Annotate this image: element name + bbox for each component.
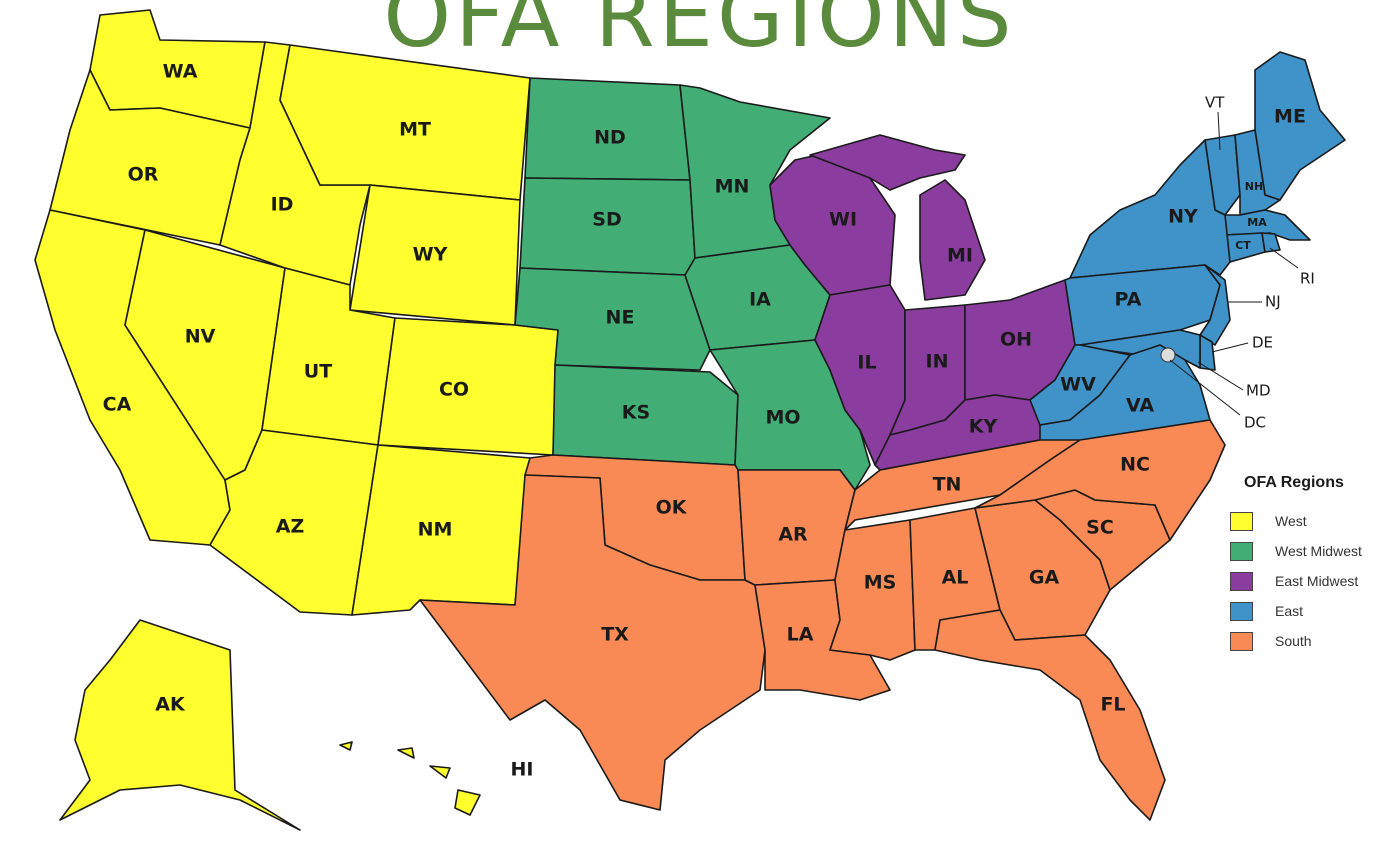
label-mn: MN (715, 176, 750, 198)
legend-swatch-east-midwest (1230, 571, 1253, 591)
label-dc: DC (1244, 414, 1266, 432)
legend: OFA Regions West West Midwest East Midwe… (1230, 474, 1395, 656)
label-co: CO (439, 379, 469, 401)
region-south (419, 419, 1226, 821)
label-or: OR (128, 164, 159, 186)
label-wa: WA (163, 61, 198, 83)
legend-swatch-west-midwest (1230, 541, 1253, 561)
label-nd: ND (594, 127, 626, 149)
legend-item-east: East (1230, 596, 1395, 626)
label-vt: VT (1205, 94, 1225, 112)
legend-label-east-midwest: East Midwest (1275, 573, 1359, 589)
legend-swatch-south (1230, 631, 1253, 651)
region-west-midwest (514, 77, 871, 491)
region-west (34, 9, 559, 831)
label-ia: IA (749, 289, 771, 311)
label-ne: NE (606, 307, 635, 329)
label-la: LA (787, 624, 814, 646)
label-al: AL (942, 567, 969, 589)
state-ri[interactable] (1261, 232, 1281, 253)
legend-swatch-east (1230, 601, 1253, 621)
legend-title: OFA Regions (1244, 474, 1344, 491)
legend-item-west: West (1230, 506, 1395, 536)
label-tx: TX (601, 624, 629, 646)
label-ks: KS (622, 402, 650, 424)
label-wv: WV (1060, 374, 1096, 396)
label-id: ID (271, 194, 294, 216)
label-ma: MA (1247, 216, 1267, 229)
label-ny: NY (1168, 206, 1198, 228)
state-callouts: VT RI NJ DE MD DC (1169, 94, 1315, 432)
state-nh[interactable] (1234, 129, 1281, 216)
label-wy: WY (413, 244, 448, 266)
label-nh: NH (1245, 180, 1263, 193)
label-sd: SD (592, 209, 621, 231)
label-ca: CA (103, 394, 132, 416)
label-ut: UT (304, 361, 332, 383)
dc-marker[interactable] (1160, 347, 1176, 363)
label-oh: OH (1000, 329, 1032, 351)
legend-item-south: South (1230, 626, 1395, 656)
state-mi[interactable] (809, 134, 986, 301)
label-mi: MI (947, 245, 973, 267)
label-mt: MT (399, 119, 431, 141)
label-nv: NV (185, 326, 216, 348)
label-ri: RI (1300, 270, 1315, 288)
label-ok: OK (656, 497, 688, 519)
label-de: DE (1252, 334, 1273, 352)
label-me: ME (1274, 106, 1306, 128)
legend-label-east: East (1275, 603, 1304, 619)
label-ar: AR (778, 524, 808, 546)
state-labels: WA OR CA NV ID MT WY UT CO AZ NM AK HI N… (103, 61, 1306, 781)
state-hi[interactable] (339, 741, 481, 816)
label-mo: MO (765, 407, 800, 429)
legend-label-west: West (1275, 513, 1307, 529)
legend-label-west-midwest: West Midwest (1275, 543, 1362, 559)
page-title: OFA REGIONS (383, 0, 1016, 67)
label-pa: PA (1115, 289, 1142, 311)
label-wi: WI (829, 209, 857, 231)
label-il: IL (857, 352, 876, 374)
legend-swatch-west (1230, 511, 1253, 531)
region-east (1029, 51, 1346, 449)
state-ak[interactable] (59, 619, 301, 831)
label-az: AZ (276, 516, 304, 538)
state-tx[interactable] (419, 474, 766, 811)
label-nj: NJ (1265, 293, 1281, 311)
label-ky: KY (969, 416, 998, 438)
label-md: MD (1246, 382, 1271, 400)
label-ga: GA (1029, 567, 1060, 589)
state-nc[interactable] (974, 419, 1226, 541)
label-in: IN (926, 351, 949, 373)
label-nm: NM (418, 519, 453, 541)
state-fl[interactable] (934, 609, 1166, 821)
state-ny[interactable] (1069, 139, 1231, 279)
label-ct: CT (1235, 239, 1251, 252)
legend-label-south: South (1275, 633, 1312, 649)
state-pa[interactable] (1064, 264, 1221, 346)
label-ak: AK (155, 694, 186, 716)
label-sc: SC (1086, 517, 1114, 539)
label-ms: MS (864, 572, 897, 594)
label-fl: FL (1100, 694, 1125, 716)
label-va: VA (1126, 395, 1154, 417)
label-nc: NC (1120, 454, 1150, 476)
label-hi: HI (511, 759, 534, 781)
legend-item-east-midwest: East Midwest (1230, 566, 1395, 596)
label-tn: TN (933, 474, 962, 496)
legend-item-west-midwest: West Midwest (1230, 536, 1395, 566)
